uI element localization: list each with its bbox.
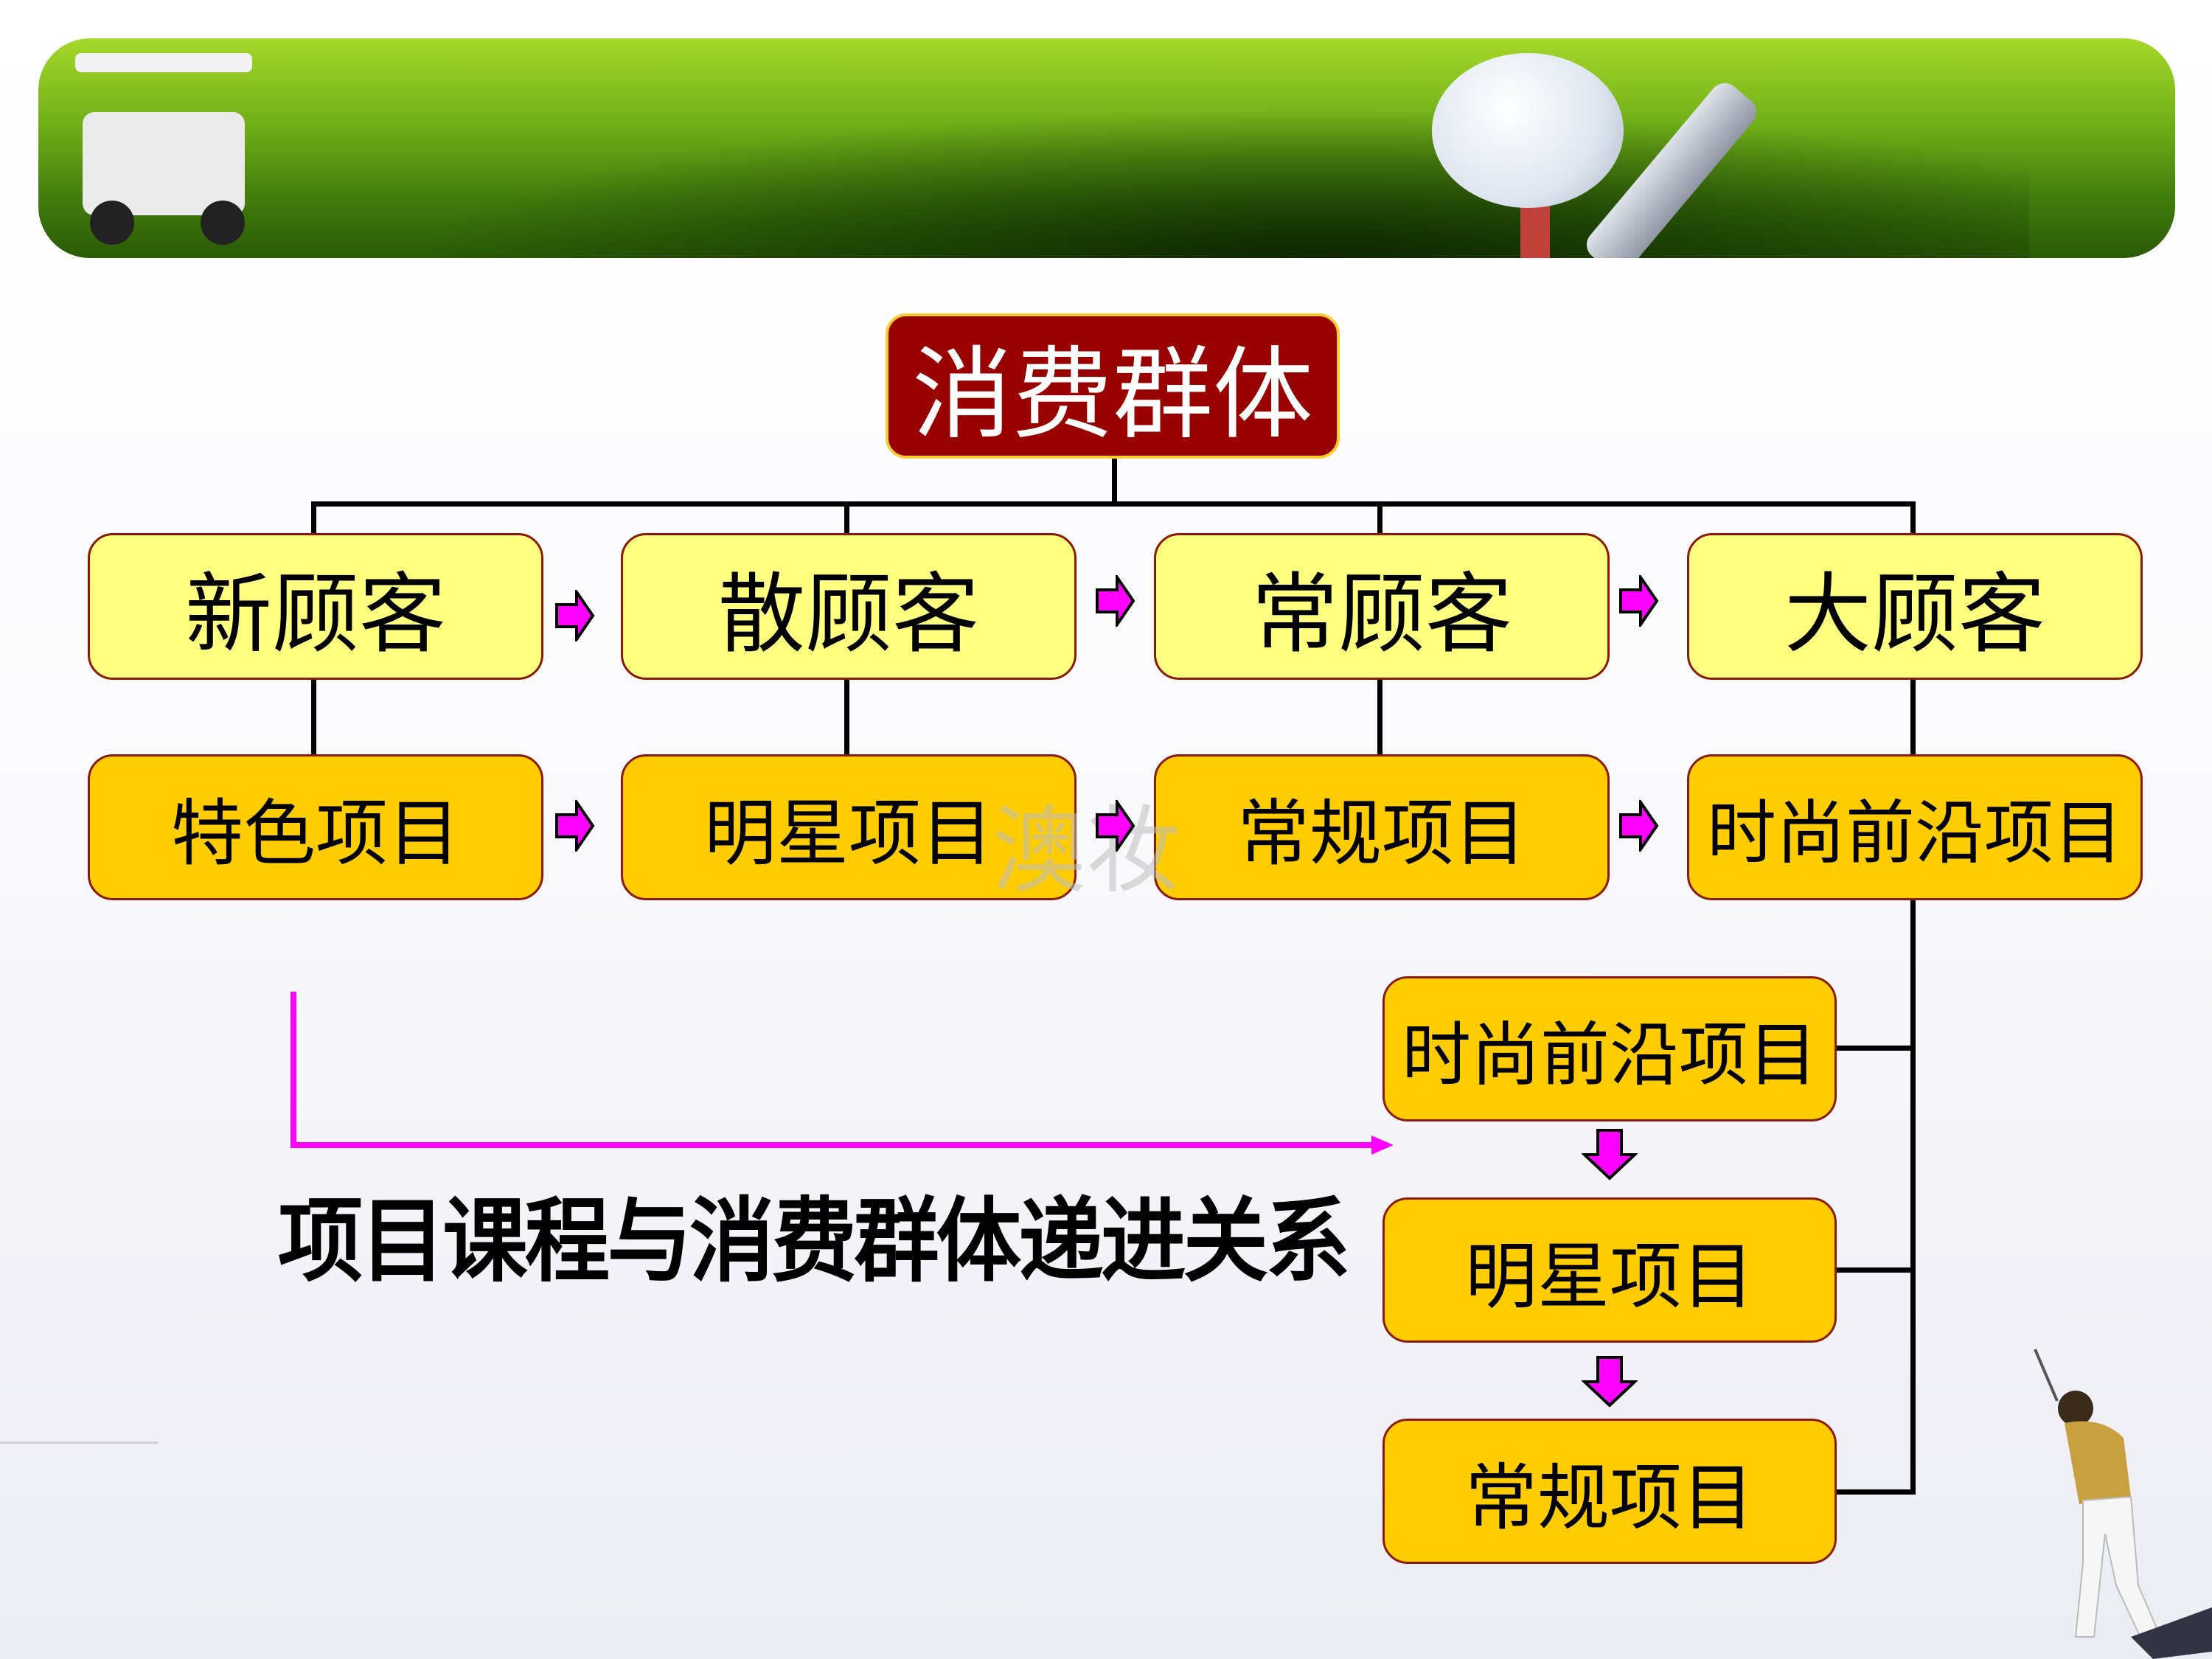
divider [0,1441,158,1444]
progression-node-regular: 常规项目 [1382,1419,1837,1564]
arrow-right-icon [555,590,595,641]
diagram-caption: 项目课程与消费群体递进关系 [278,1189,1351,1295]
golf-banner-image [38,38,2175,258]
banner-shadow [260,83,2029,258]
arrow-down-icon [1582,1356,1638,1408]
arrow-down-icon [1582,1129,1638,1180]
arrow-right-icon [1096,800,1135,852]
connector [1837,1267,1916,1273]
connector [311,501,1916,507]
golf-ball [1432,53,1624,208]
golf-cart-image [68,53,260,252]
progression-node-trend: 时尚前沿项目 [1382,976,1837,1121]
connector [311,501,316,534]
connector [1377,501,1382,534]
connector [1910,501,1916,534]
connector [844,680,849,755]
connector [1112,459,1117,506]
root-node-consumer-groups: 消费群体 [886,313,1340,459]
project-node-regular: 常规项目 [1154,754,1610,900]
connector [1837,1046,1916,1051]
arrow-right-icon [555,800,595,852]
customer-node-major: 大顾客 [1687,533,2143,680]
connector [1910,680,1916,755]
golf-tee [1520,201,1550,258]
connector [311,680,316,755]
connector [844,501,849,534]
progression-node-star: 明星项目 [1382,1197,1837,1343]
arrow-right-icon [1096,575,1135,627]
project-node-featured: 特色项目 [88,754,543,900]
arrow-right-icon [1619,800,1659,852]
connector [1837,1489,1916,1495]
customer-node-new: 新顾客 [88,533,543,680]
watermark: 澳妆 [992,796,1181,906]
golfer-image [2034,1349,2212,1659]
progression-arrow [291,992,1394,1155]
connector [1377,680,1382,755]
customer-node-casual: 散顾客 [621,533,1077,680]
customer-node-regular: 常顾客 [1154,533,1610,680]
project-node-trend: 时尚前沿项目 [1687,754,2143,900]
connector [1910,900,1916,1495]
project-node-star: 明星项目 [621,754,1077,900]
arrow-right-icon [1619,575,1659,627]
